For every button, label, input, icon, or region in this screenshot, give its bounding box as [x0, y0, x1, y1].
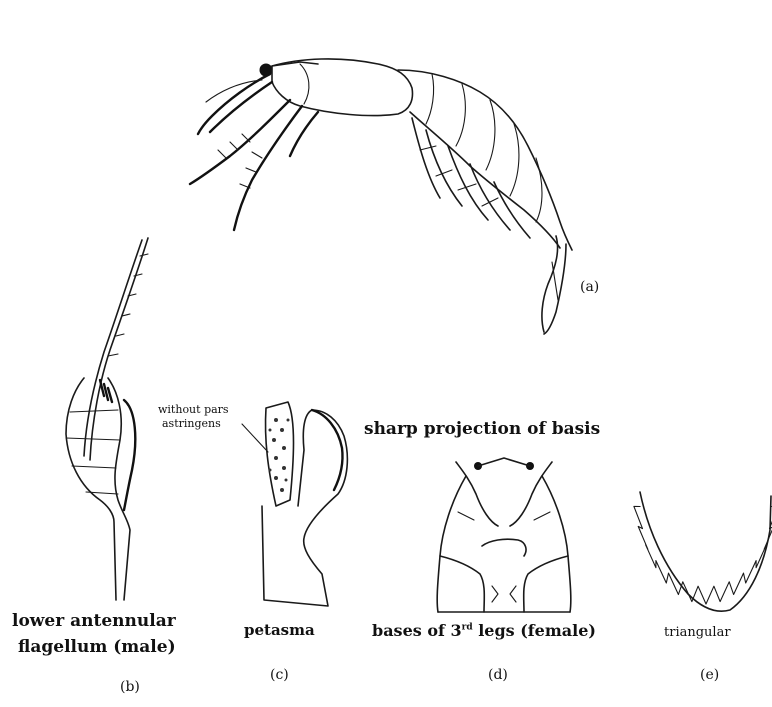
pars-leader-line: [242, 424, 268, 452]
shrimp-carapace: [272, 59, 412, 116]
teeth-row: [634, 506, 772, 604]
label-triangular: triangular: [664, 626, 731, 640]
label-flagellum-line1: lower antennular: [12, 612, 176, 631]
label-pars-line2: astringens: [162, 418, 221, 430]
label-bases-sup: rd: [462, 623, 473, 633]
petasma-drawing: [242, 402, 347, 606]
abdomen-segment-5: [536, 158, 542, 222]
petasma-right-lobe: [312, 410, 343, 490]
petasma-left-lobe: [265, 402, 293, 506]
flagellum-bristles: [100, 380, 112, 402]
abdomen-ventral-outline: [410, 112, 560, 248]
label-bases-3rd-legs: bases of 3rd legs (female): [372, 622, 596, 640]
pereiopod-2: [234, 106, 302, 230]
label-flagellum-line2: flagellum (male): [18, 638, 176, 657]
uropod-rib: [552, 262, 558, 300]
basis-center-plate: [482, 539, 526, 556]
pleopod-4: [470, 164, 510, 230]
flagellum-hook: [124, 400, 135, 510]
caption-panel-a: (a): [580, 280, 599, 295]
label-sharp-projection: sharp projection of basis: [364, 420, 600, 439]
triangular-teeth-drawing: [634, 492, 772, 611]
abdomen-segment-1: [426, 74, 434, 124]
antenna-lower: [210, 82, 272, 132]
basis-side-marks: [458, 512, 550, 520]
pleopod-3: [448, 146, 488, 220]
basis-top-ridge: [478, 458, 530, 466]
pereiopod-3: [290, 112, 318, 156]
flagellum-upper-segment: [90, 238, 148, 460]
antenna-upper: [198, 74, 270, 134]
label-petasma: petasma: [244, 622, 315, 639]
antennular-flagellum-drawing: [66, 238, 148, 600]
label-bases-prefix: bases of 3: [372, 621, 462, 640]
basis-right-upper: [510, 462, 552, 526]
basis-left-inner: [440, 556, 484, 612]
caption-panel-d: (d): [488, 668, 508, 683]
abdomen-segment-4: [510, 124, 519, 196]
caption-panel-b: (b): [120, 680, 140, 695]
caption-panel-e: (e): [700, 668, 719, 683]
caption-panel-c: (c): [270, 668, 289, 683]
basis-left-outer: [437, 476, 466, 612]
basis-right-outer: [542, 476, 571, 612]
bases-3rd-legs-drawing: [437, 458, 571, 612]
teeth-base-curve: [640, 492, 771, 611]
label-bases-suffix: legs (female): [473, 621, 596, 640]
carapace-groove: [300, 64, 309, 104]
shrimp-uropod-outer: [544, 244, 566, 334]
abdomen-segment-2: [456, 84, 465, 146]
flagellum-base-inner: [108, 378, 130, 600]
abdomen-segment-3: [486, 100, 495, 170]
shrimp-whole-body-drawing: [190, 59, 572, 334]
basis-left-upper: [456, 462, 498, 526]
basis-right-inner: [524, 556, 568, 612]
basis-center-spines: [492, 586, 516, 602]
label-pars-line1: without pars: [158, 404, 229, 416]
